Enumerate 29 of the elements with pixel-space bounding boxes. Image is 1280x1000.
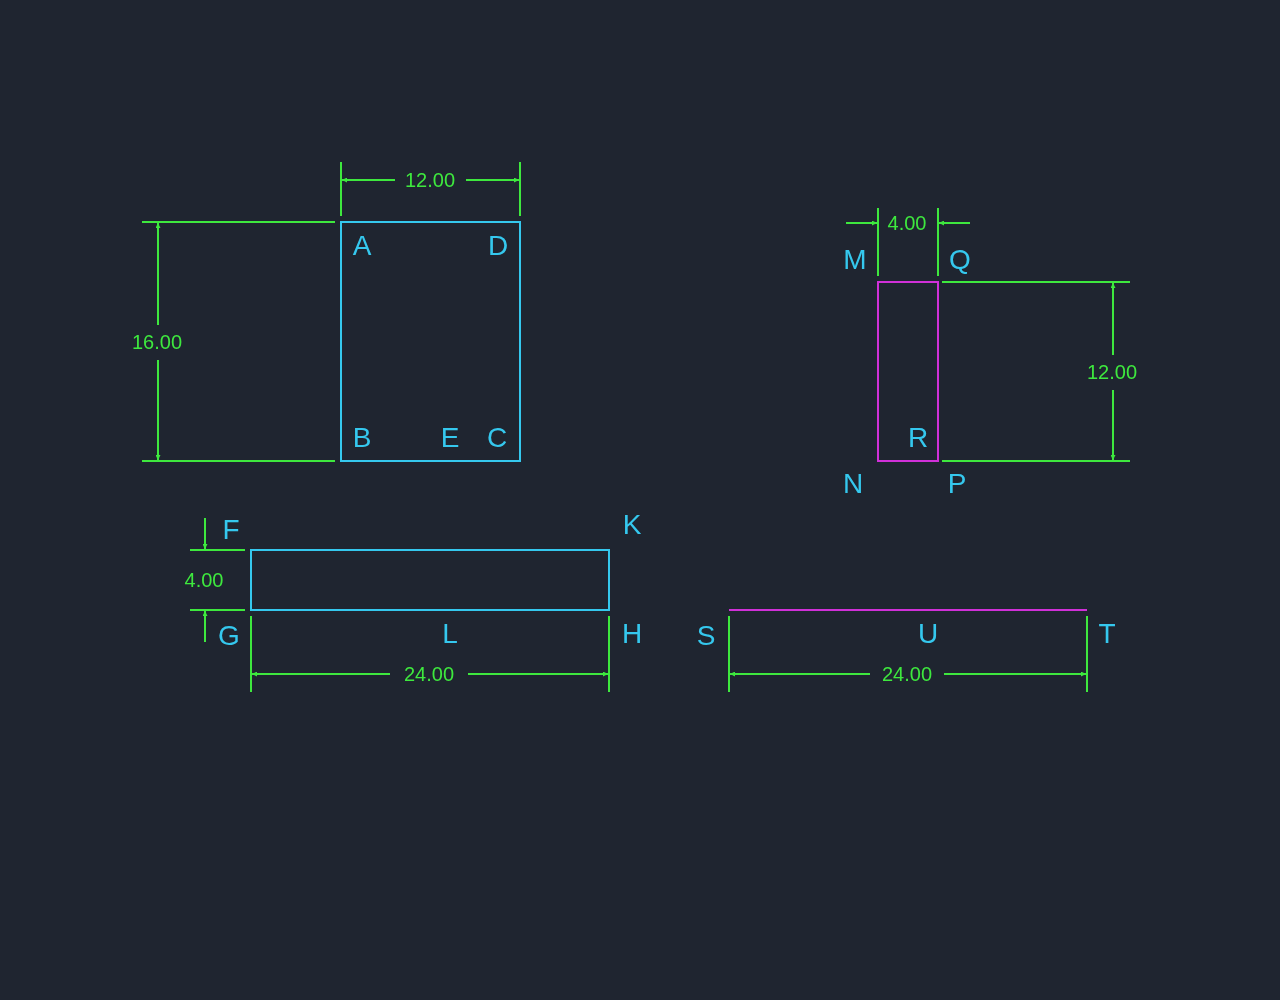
dimension-text: 16.00 [131,332,183,352]
point-label: K [622,511,642,539]
point-label: C [486,424,508,452]
point-label: S [696,622,716,650]
point-label: F [222,516,240,544]
rectangle-outline [340,221,521,462]
point-label: T [1098,620,1116,648]
rectangle-outline [250,549,610,611]
dimension-text: 12.00 [404,170,456,190]
point-label: D [487,232,509,260]
point-label: N [842,470,864,498]
point-label: G [218,622,240,650]
point-label: A [352,232,372,260]
dimension-text: 24.00 [403,664,455,684]
point-label: R [907,424,929,452]
point-label: Q [949,246,971,274]
point-label: M [843,246,867,274]
dimension-text: 12.00 [1086,362,1138,382]
dimension-text: 4.00 [184,570,224,590]
line-segment [728,609,1088,611]
point-label: P [947,470,967,498]
dimension-text: 24.00 [881,664,933,684]
point-label: L [442,620,458,648]
rectangle-outline [877,281,939,462]
dimension-text: 4.00 [887,213,927,233]
point-label: E [440,424,460,452]
point-label: U [917,620,939,648]
point-label: H [621,620,643,648]
point-label: B [352,424,372,452]
